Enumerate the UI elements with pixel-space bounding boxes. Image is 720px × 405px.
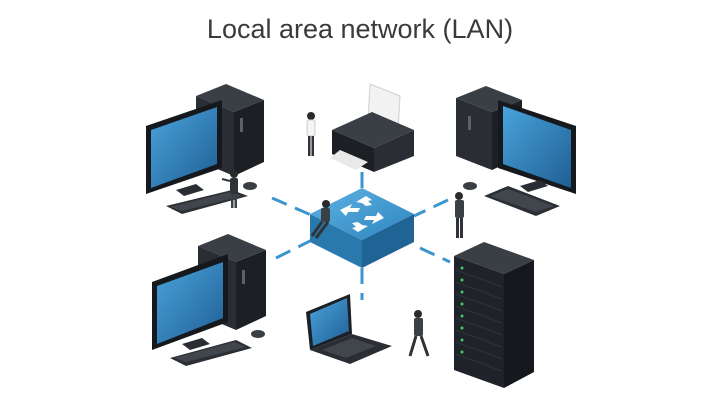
page-title: Local area network (LAN): [206, 14, 514, 44]
desktop-computer-top-right: [455, 86, 576, 238]
person-icon: [455, 192, 464, 238]
link-bottom-left: [275, 238, 313, 260]
person-icon: [310, 200, 330, 239]
switch-arrows-icon: [340, 196, 384, 232]
network-links: [271, 172, 451, 300]
laptop: [306, 294, 392, 364]
person-icon: [408, 310, 430, 357]
person-icon: [306, 112, 316, 156]
desktop-computer-bottom-left: [152, 234, 266, 366]
network-switch: [310, 188, 414, 268]
link-bottom-right: [419, 246, 451, 264]
desktop-computer-top-left: [146, 84, 264, 214]
server-units: [455, 269, 503, 372]
person-icon: [221, 170, 238, 208]
server-status-lights: [460, 266, 464, 354]
link-top-right: [413, 198, 449, 218]
printer: [306, 83, 414, 172]
server-rack: [454, 242, 534, 388]
link-top-left: [271, 196, 319, 220]
